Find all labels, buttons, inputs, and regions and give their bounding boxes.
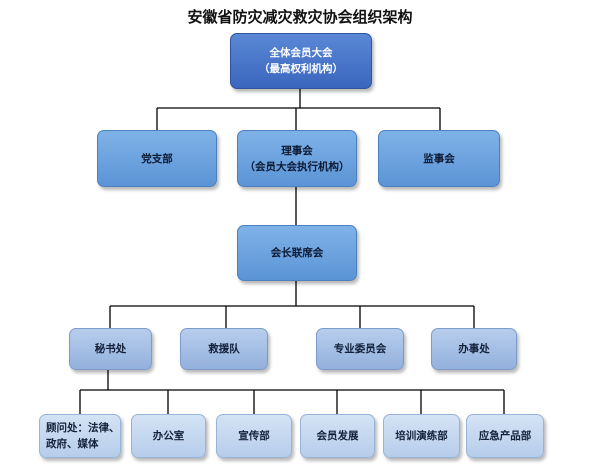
node-party-branch: 党支部 (97, 130, 217, 187)
node-membership-development: 会员发展 (300, 414, 375, 458)
node-office-affairs: 办事处 (431, 328, 517, 370)
node-supervisory-board: 监事会 (378, 130, 500, 187)
node-presidents-joint-meeting: 会长联席会 (237, 225, 357, 281)
node-office: 办公室 (131, 414, 206, 458)
node-rescue-team: 救援队 (180, 328, 268, 370)
node-secretariat: 秘书处 (69, 328, 152, 370)
node-publicity: 宣传部 (216, 414, 292, 458)
chart-title: 安徽省防灾减灾救灾协会组织架构 (187, 8, 413, 26)
node-council: 理事会 （会员大会执行机构） (237, 130, 357, 187)
node-professional-committee: 专业委员会 (316, 328, 404, 370)
node-training-drills: 培训演练部 (383, 414, 460, 458)
node-emergency-products: 应急产品部 (466, 414, 544, 458)
node-advisors: 顾问处：法律、 政府、媒体 (39, 414, 121, 458)
node-general-assembly: 全体会员大会 （最高权利机构） (230, 33, 372, 89)
